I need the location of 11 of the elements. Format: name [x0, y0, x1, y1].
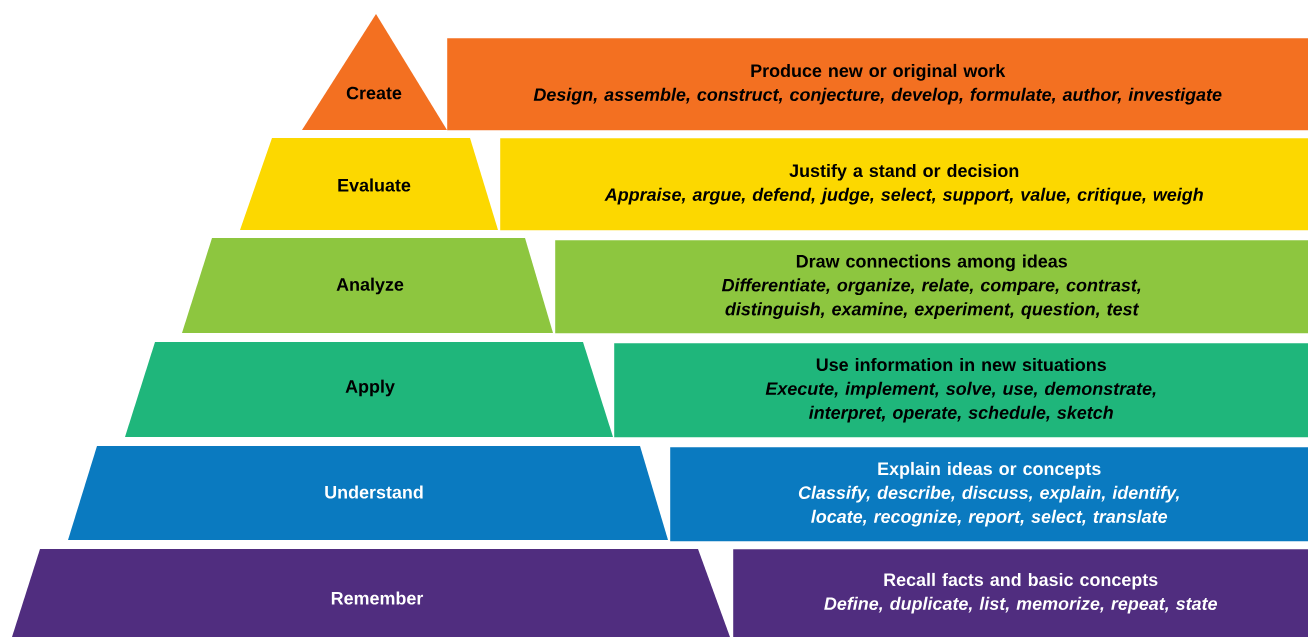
- description-box: Recall facts and basic concepts Define, duplicate, list, memorize, repeat, state: [733, 549, 1308, 637]
- description-box: Explain ideas or concepts Classify, describe, discuss, explain, identify, locate, recognize, report, select, translate: [670, 447, 1308, 542]
- description-box: Draw connections among ideas Differentiate, organize, relate, compare, contrast, distinguish, examine, experiment, question, test: [555, 240, 1308, 334]
- pyramid-level: Remember: [12, 549, 730, 637]
- pyramid-level: Analyze: [182, 238, 553, 333]
- pyramid-level: Create: [302, 14, 447, 130]
- pyramid-level: Understand: [68, 446, 668, 540]
- pyramid-level: Evaluate: [240, 138, 498, 230]
- description-box: Justify a stand or decision Appraise, argue, defend, judge, select, support, value, critique, weigh: [500, 138, 1308, 231]
- description-box: Use information in new situations Execute, implement, solve, use, demonstrate, interpret, operate, schedule, sketch: [614, 343, 1308, 438]
- pyramid-level: Apply: [125, 342, 613, 437]
